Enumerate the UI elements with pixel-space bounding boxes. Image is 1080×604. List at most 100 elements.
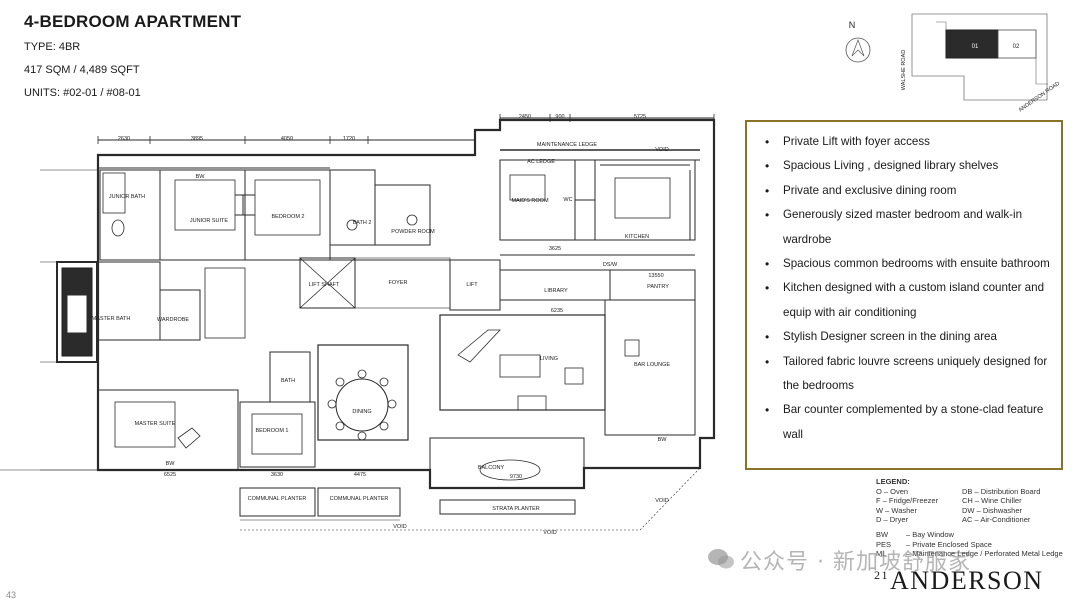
legend-entry: AC – Air-Conditioner bbox=[962, 515, 1031, 525]
legend-entry: BW bbox=[876, 529, 889, 539]
room-label: MAID'S ROOM bbox=[511, 198, 549, 204]
dim-label: 4475 bbox=[354, 472, 366, 478]
room-label: VOID bbox=[543, 530, 556, 536]
legend-row: O – Oven DB – Distribution Board bbox=[876, 487, 1066, 497]
dim-label: 13550 bbox=[648, 273, 663, 279]
room-label: JUNIOR SUITE bbox=[190, 218, 229, 224]
room-label: BALCONY bbox=[478, 465, 505, 471]
legend-entry: – Bay Window bbox=[906, 529, 954, 539]
dim-label: 900 bbox=[555, 114, 564, 120]
feature-item: Tailored fabric louvre screens uniquely … bbox=[757, 350, 1051, 399]
room-label: LIFT bbox=[466, 282, 478, 288]
room-label: WC bbox=[563, 197, 572, 203]
room-label: BW bbox=[166, 461, 176, 467]
dim-label: 5725 bbox=[634, 114, 646, 120]
room-label: BATH bbox=[281, 378, 295, 384]
room-label: KITCHEN bbox=[625, 234, 649, 240]
legend-row: ML – Maintenance Ledge / Perforated Metal… bbox=[876, 549, 1066, 559]
room-label: STRATA PLANTER bbox=[492, 506, 540, 512]
room-label: MASTER BATH bbox=[92, 316, 131, 322]
room-label: MASTER SUITE bbox=[135, 421, 176, 427]
room-label: POWDER ROOM bbox=[391, 229, 435, 235]
dim-label: 2450 bbox=[519, 114, 531, 120]
dim-label: 4050 bbox=[281, 136, 293, 142]
dim-label: 3895 bbox=[191, 136, 203, 142]
legend-entry: W – Washer bbox=[876, 505, 917, 515]
legend-entry: O – Oven bbox=[876, 486, 909, 496]
room-label: COMMUNAL PLANTER bbox=[330, 496, 389, 502]
room-label: VOID bbox=[655, 147, 668, 153]
legend-entry: – Private Enclosed Space bbox=[906, 539, 992, 549]
room-label: DS/W bbox=[603, 262, 618, 268]
unit-type: TYPE: 4BR bbox=[24, 41, 81, 53]
legend-title: LEGEND: bbox=[876, 477, 910, 486]
key-plan bbox=[845, 13, 1048, 101]
room-label: MAINTENANCE LEDGE bbox=[537, 142, 598, 148]
room-label: COMMUNAL PLANTER bbox=[248, 496, 307, 502]
legend-entry: D – Dryer bbox=[876, 515, 909, 525]
unit-area: 417 SQM / 4,489 SQFT bbox=[24, 64, 140, 76]
legend-entry: PES bbox=[876, 539, 892, 549]
brand-logo: 21ANDERSON bbox=[874, 566, 1044, 596]
brand-name: ANDERSON bbox=[890, 566, 1044, 595]
dim-label: 2630 bbox=[118, 136, 130, 142]
keyplan-unit-label: 02 bbox=[1013, 44, 1020, 50]
dim-label: 9730 bbox=[510, 474, 522, 480]
legend-entry: DW – Dishwasher bbox=[962, 505, 1023, 515]
room-label: BEDROOM 2 bbox=[271, 214, 304, 220]
features-list: Private Lift with foyer access Spacious … bbox=[757, 130, 1051, 447]
feature-item: Private and exclusive dining room bbox=[757, 179, 1051, 204]
room-label: BATH 2 bbox=[353, 220, 372, 226]
page-title: 4-BEDROOM APARTMENT bbox=[24, 12, 242, 31]
feature-item: Kitchen designed with a custom island co… bbox=[757, 276, 1051, 325]
dim-label: 3630 bbox=[271, 472, 283, 478]
feature-item: Generously sized master bedroom and walk… bbox=[757, 203, 1051, 252]
legend-entry: ML bbox=[876, 549, 887, 559]
room-label: VOID bbox=[655, 498, 668, 504]
room-label: BW bbox=[196, 174, 206, 180]
room-label: BEDROOM 1 bbox=[255, 428, 288, 434]
unit-numbers: UNITS: #02-01 / #08-01 bbox=[24, 87, 141, 99]
feature-item: Stylish Designer screen in the dining ar… bbox=[757, 325, 1051, 350]
feature-item: Spacious Living , designed library shelv… bbox=[757, 154, 1051, 179]
legend-row: PES – Private Enclosed Space bbox=[876, 540, 1066, 550]
legend-entry: CH – Wine Chiller bbox=[962, 496, 1022, 506]
feature-item: Private Lift with foyer access bbox=[757, 130, 1051, 155]
legend-entry: F – Fridge/Freezer bbox=[876, 496, 939, 506]
room-label: DINING bbox=[352, 409, 371, 415]
room-label: LIVING bbox=[540, 356, 558, 362]
legend-row: D – Dryer AC – Air-Conditioner bbox=[876, 515, 1066, 525]
room-label: WARDROBE bbox=[157, 317, 190, 323]
feature-item: Spacious common bedrooms with ensuite ba… bbox=[757, 252, 1051, 277]
room-label: LIBRARY bbox=[544, 288, 568, 294]
feature-item: Bar counter complemented by a stone-clad… bbox=[757, 398, 1051, 447]
brand-prefix: 21 bbox=[874, 568, 889, 582]
keyplan-road-label: ANDERSON ROAD bbox=[1018, 81, 1061, 114]
legend-row: F – Fridge/Freezer CH – Wine Chiller bbox=[876, 496, 1066, 506]
keyplan-road-label: WALSHE ROAD bbox=[901, 50, 907, 90]
features-box: Private Lift with foyer access Spacious … bbox=[745, 120, 1063, 470]
dim-label: 6525 bbox=[164, 472, 176, 478]
watermark-text: 公众号 · 新加坡舒服家 bbox=[740, 550, 971, 575]
room-label: PANTRY bbox=[647, 284, 669, 290]
legend-row: W – Washer DW – Dishwasher bbox=[876, 506, 1066, 516]
room-label: FOYER bbox=[389, 280, 408, 286]
legend-entry: – Maintenance Ledge / Perforated Metal L… bbox=[906, 549, 1063, 559]
room-label: LIFT SHAFT bbox=[309, 282, 340, 288]
dim-label: 1720 bbox=[343, 136, 355, 142]
room-label: JUNIOR BATH bbox=[109, 194, 145, 200]
legend-entry: DB – Distribution Board bbox=[962, 486, 1041, 496]
room-label: BW bbox=[658, 437, 668, 443]
wechat-icon bbox=[708, 549, 734, 569]
keyplan-unit-label: 01 bbox=[972, 44, 979, 50]
north-label: N bbox=[849, 20, 856, 30]
legend-row: BW – Bay Window bbox=[876, 530, 1066, 540]
north-arrow-icon bbox=[845, 37, 871, 63]
room-label: BAR LOUNGE bbox=[634, 362, 670, 368]
room-label: VOID bbox=[393, 524, 406, 530]
dim-label: 6235 bbox=[551, 308, 563, 314]
page-number: 43 bbox=[6, 590, 17, 600]
room-label: AC LEDGE bbox=[527, 159, 555, 165]
